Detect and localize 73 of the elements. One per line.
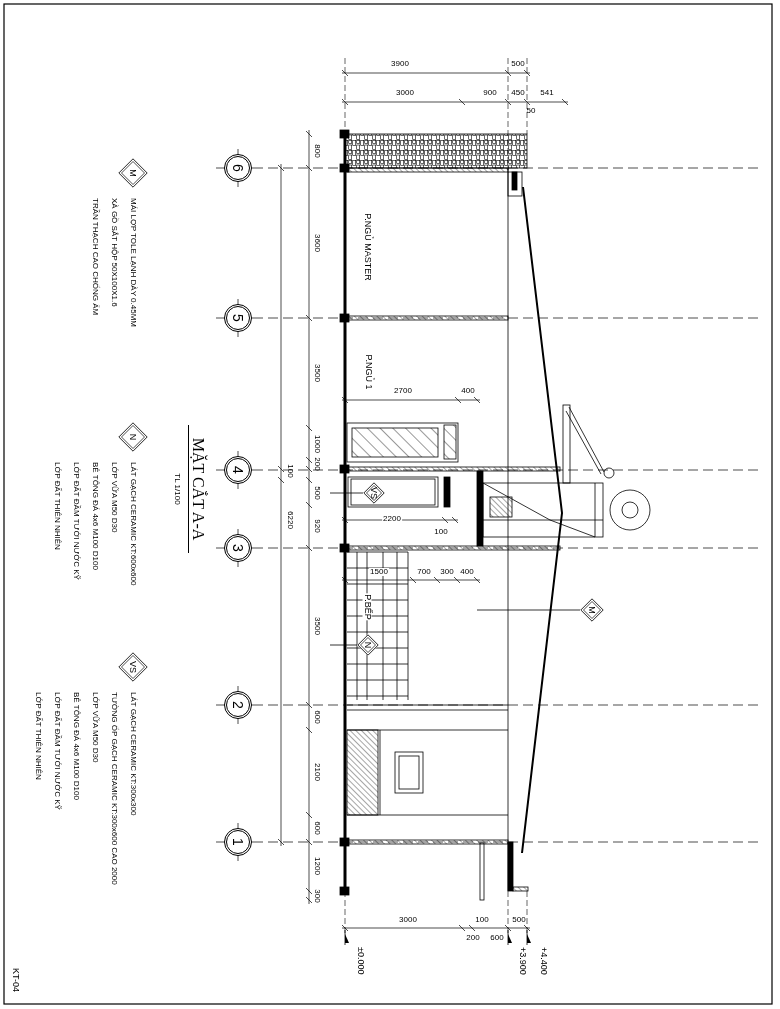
material-spec-text: LỚP VỮA M50 D30 — [110, 462, 118, 533]
leader-line — [476, 609, 581, 611]
dimension-text: 3000 — [399, 916, 417, 924]
dimension-text: 300 — [313, 889, 321, 903]
dimension-text: 900 — [483, 89, 497, 97]
dimension-text: 2100 — [313, 763, 321, 781]
section-title: MẶT CẮT A-A — [188, 425, 206, 553]
material-spec-text: LÁT GẠCH CERAMIC KT:300x300 — [129, 692, 137, 816]
dimension-text: 500 — [313, 486, 321, 500]
room-label: P.NGỦ MASTER — [362, 213, 372, 281]
dimension-text: 200 — [466, 934, 480, 942]
level-text: ±0.000 — [355, 947, 365, 975]
grid-axis-bubble: 5 — [224, 304, 252, 332]
material-spec-text: TRẦN THẠCH CAO CHỐNG ẨM — [91, 198, 99, 316]
sheet-number: KT-04 — [10, 968, 20, 992]
dimension-text: 3500 — [313, 617, 321, 635]
dimension-text: 6220 — [286, 511, 294, 529]
material-spec-text: LỚP ĐẤT THIÊN NHIÊN — [34, 692, 42, 780]
dimension-text: 3900 — [391, 60, 409, 68]
material-tag: VS — [363, 482, 385, 504]
dimension-text: 50 — [526, 107, 536, 115]
dimension-text: 1000 — [313, 435, 321, 453]
dimension-text: 100 — [433, 528, 449, 536]
material-spec-text: LỚP ĐẤT ĐẦM TƯỚI NƯỚC KỸ — [53, 692, 61, 810]
dimension-text: 200 — [313, 457, 321, 471]
dimension-text: 500 — [512, 916, 526, 924]
material-spec-text: BÊ TÔNG ĐÁ 4x6 M100 D100 — [72, 692, 80, 800]
material-spec-text: MÁI LỢP TOLE LẠNH DÀY 0.45MM — [129, 198, 137, 327]
material-spec-text: BÊ TÔNG ĐÁ 4x6 M100 D100 — [91, 462, 99, 570]
dimension-text: 3500 — [313, 364, 321, 382]
material-tag: N — [118, 422, 148, 452]
dimension-text: 2200 — [382, 515, 402, 523]
dimension-text: 450 — [511, 89, 525, 97]
dimension-text: 600 — [490, 934, 504, 942]
grid-axis-bubble: 6 — [224, 154, 252, 182]
dimension-text: 3000 — [396, 89, 414, 97]
grid-axis-bubble: 4 — [224, 456, 252, 484]
dimension-text: 1500 — [369, 568, 389, 576]
leader-line — [329, 644, 358, 646]
room-label: P.BẾP — [362, 593, 372, 621]
dimension-text: 920 — [313, 519, 321, 533]
grid-axis-bubble: 3 — [224, 534, 252, 562]
material-tag: N — [357, 634, 379, 656]
dimension-text: 400 — [459, 568, 475, 576]
dimension-text: 600 — [313, 821, 321, 835]
grid-axis-bubble: 1 — [224, 828, 252, 856]
dimension-text: 300 — [439, 568, 455, 576]
grid-axis-bubble: 2 — [224, 691, 252, 719]
dimension-text: 541 — [540, 89, 554, 97]
material-spec-text: LỚP ĐẤT ĐẦM TƯỚI NƯỚC KỸ — [72, 462, 80, 580]
dimension-text: 2700 — [394, 387, 412, 395]
dimension-text: 600 — [313, 710, 321, 724]
dimension-text: 3600 — [313, 234, 321, 252]
material-spec-text: LỚP ĐẤT THIÊN NHIÊN — [53, 462, 61, 550]
dimension-text: 100 — [475, 916, 489, 924]
dimension-text: 100 — [286, 464, 294, 478]
dimension-text: 400 — [461, 387, 475, 395]
room-label: P.NGỦ 1 — [363, 354, 373, 390]
material-spec-text: XÀ GỒ SẮT HỘP 50X100X1.6 — [110, 198, 118, 307]
level-text: +3.900 — [517, 947, 527, 975]
level-text: +4.400 — [538, 947, 548, 975]
material-tag: VS — [118, 652, 148, 682]
material-spec-text: LỚP VỮA M50 D30 — [91, 692, 99, 763]
dimension-text: 1200 — [313, 857, 321, 875]
material-tag: M — [118, 158, 148, 188]
dimension-text: 800 — [313, 144, 321, 158]
material-spec-text: TƯỜNG ỐP GẠCH CERAMIC KT:300x600 CAO 2000 — [110, 692, 118, 885]
leader-line — [329, 492, 364, 494]
dimension-text: 700 — [416, 568, 432, 576]
material-tag: M — [580, 598, 604, 622]
dimension-text: 500 — [511, 60, 525, 68]
material-spec-text: LÁT GẠCH CERAMIC KT:600x600 — [129, 462, 137, 586]
scale-caption: TL 1/100 — [173, 472, 181, 507]
